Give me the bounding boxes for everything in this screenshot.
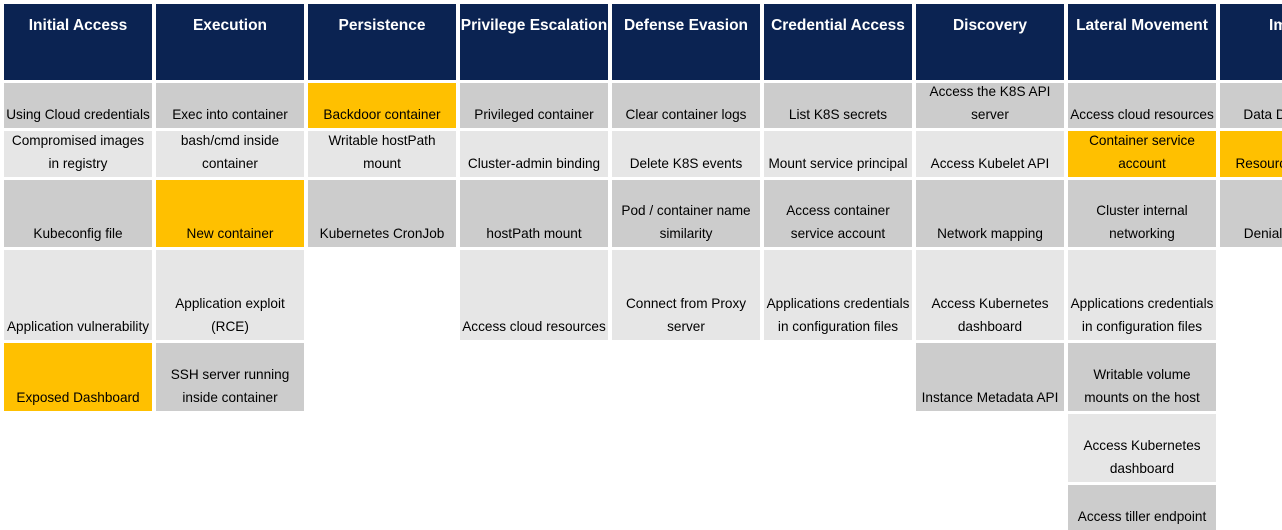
matrix-cell[interactable]: Writable volume mounts on the host (1068, 343, 1216, 411)
matrix-cell-empty (156, 414, 304, 482)
matrix-cell[interactable]: Resource Hijacking (1220, 131, 1282, 177)
matrix-cell[interactable]: Instance Metadata API (916, 343, 1064, 411)
matrix-cell[interactable]: Writable hostPath mount (308, 131, 456, 177)
matrix-cell[interactable]: Compromised images in registry (4, 131, 152, 177)
matrix-column: ImpactData DestructionResource Hijacking… (1220, 4, 1282, 530)
column-header[interactable]: Lateral Movement (1068, 4, 1216, 80)
matrix-cell[interactable]: Application vulnerability (4, 250, 152, 341)
matrix-cell[interactable]: Access the K8S API server (916, 82, 1064, 129)
matrix-cell[interactable]: bash/cmd inside container (156, 131, 304, 177)
matrix-cell[interactable]: Access container service account (764, 179, 912, 248)
matrix-cell[interactable]: Pod / container name similarity (612, 179, 760, 248)
matrix-cell-empty (612, 485, 760, 530)
matrix-cell-empty (4, 414, 152, 482)
column-header[interactable]: Initial Access (4, 4, 152, 80)
matrix-cell[interactable]: Access cloud resources (460, 250, 608, 341)
matrix-cell[interactable]: SSH server running inside container (156, 343, 304, 411)
matrix-cell[interactable]: Container service account (1068, 131, 1216, 177)
matrix-cell[interactable]: Backdoor container (308, 82, 456, 129)
matrix-cell[interactable]: Applications credentials in configuratio… (1068, 250, 1216, 341)
column-header[interactable]: Defense Evasion (612, 4, 760, 80)
matrix-cell[interactable]: Exec into container (156, 82, 304, 129)
matrix-cell-empty (460, 414, 608, 482)
matrix-cell[interactable]: Application exploit (RCE) (156, 250, 304, 341)
matrix-cell-empty (1220, 250, 1282, 340)
column-header[interactable]: Persistence (308, 4, 456, 80)
column-header[interactable]: Execution (156, 4, 304, 80)
matrix-cell[interactable]: Denial of service (1220, 179, 1282, 248)
matrix-cell[interactable]: Exposed Dashboard (4, 343, 152, 411)
matrix-cell[interactable]: Kubeconfig file (4, 179, 152, 248)
matrix-cell-empty (612, 343, 760, 411)
matrix-cell-empty (916, 485, 1064, 530)
matrix-cell[interactable]: Access Kubernetes dashboard (1068, 413, 1216, 482)
matrix-cell-empty (916, 414, 1064, 482)
matrix-cell-empty (308, 343, 456, 411)
matrix-cell[interactable]: Data Destruction (1220, 82, 1282, 129)
matrix-cell[interactable]: Cluster internal networking (1068, 179, 1216, 248)
matrix-cell-empty (308, 485, 456, 530)
column-header[interactable]: Privilege Escalation (460, 4, 608, 80)
matrix-cell-empty (4, 485, 152, 530)
matrix-cell[interactable]: New container (156, 179, 304, 248)
matrix-cell-empty (1220, 414, 1282, 482)
matrix-cell[interactable]: Cluster-admin binding (460, 131, 608, 177)
matrix-cell-empty (764, 343, 912, 411)
matrix-cell[interactable]: Access Kubelet API (916, 131, 1064, 177)
matrix-cell-empty (1220, 485, 1282, 530)
matrix-cell[interactable]: hostPath mount (460, 179, 608, 248)
matrix-cell[interactable]: Delete K8S events (612, 131, 760, 177)
matrix-cell[interactable]: Access Kubernetes dashboard (916, 250, 1064, 341)
matrix-cell[interactable]: Using Cloud credentials (4, 82, 152, 129)
matrix-cell[interactable]: Network mapping (916, 179, 1064, 248)
matrix-cell[interactable]: Clear container logs (612, 82, 760, 129)
matrix-cell[interactable]: Kubernetes CronJob (308, 179, 456, 248)
matrix-cell[interactable]: Mount service principal (764, 131, 912, 177)
matrix-cell[interactable]: Connect from Proxy server (612, 250, 760, 341)
matrix-cell[interactable]: Access tiller endpoint (1068, 484, 1216, 530)
column-header[interactable]: Discovery (916, 4, 1064, 80)
matrix-cell-empty (764, 485, 912, 530)
matrix-cell-empty (156, 485, 304, 530)
matrix-cell-empty (1220, 343, 1282, 411)
matrix-cell[interactable]: List K8S secrets (764, 82, 912, 129)
matrix-cell-empty (460, 343, 608, 411)
column-header[interactable]: Impact (1220, 4, 1282, 80)
matrix-cell-empty (460, 485, 608, 530)
matrix-cell-empty (308, 250, 456, 340)
column-header[interactable]: Credential Access (764, 4, 912, 80)
matrix-cell[interactable]: Applications credentials in configuratio… (764, 250, 912, 341)
matrix-cell[interactable]: Access cloud resources (1068, 82, 1216, 129)
matrix-cell-empty (764, 414, 912, 482)
matrix-cell[interactable]: Privileged container (460, 82, 608, 129)
matrix-cell-empty (308, 414, 456, 482)
matrix-cell-empty (612, 414, 760, 482)
